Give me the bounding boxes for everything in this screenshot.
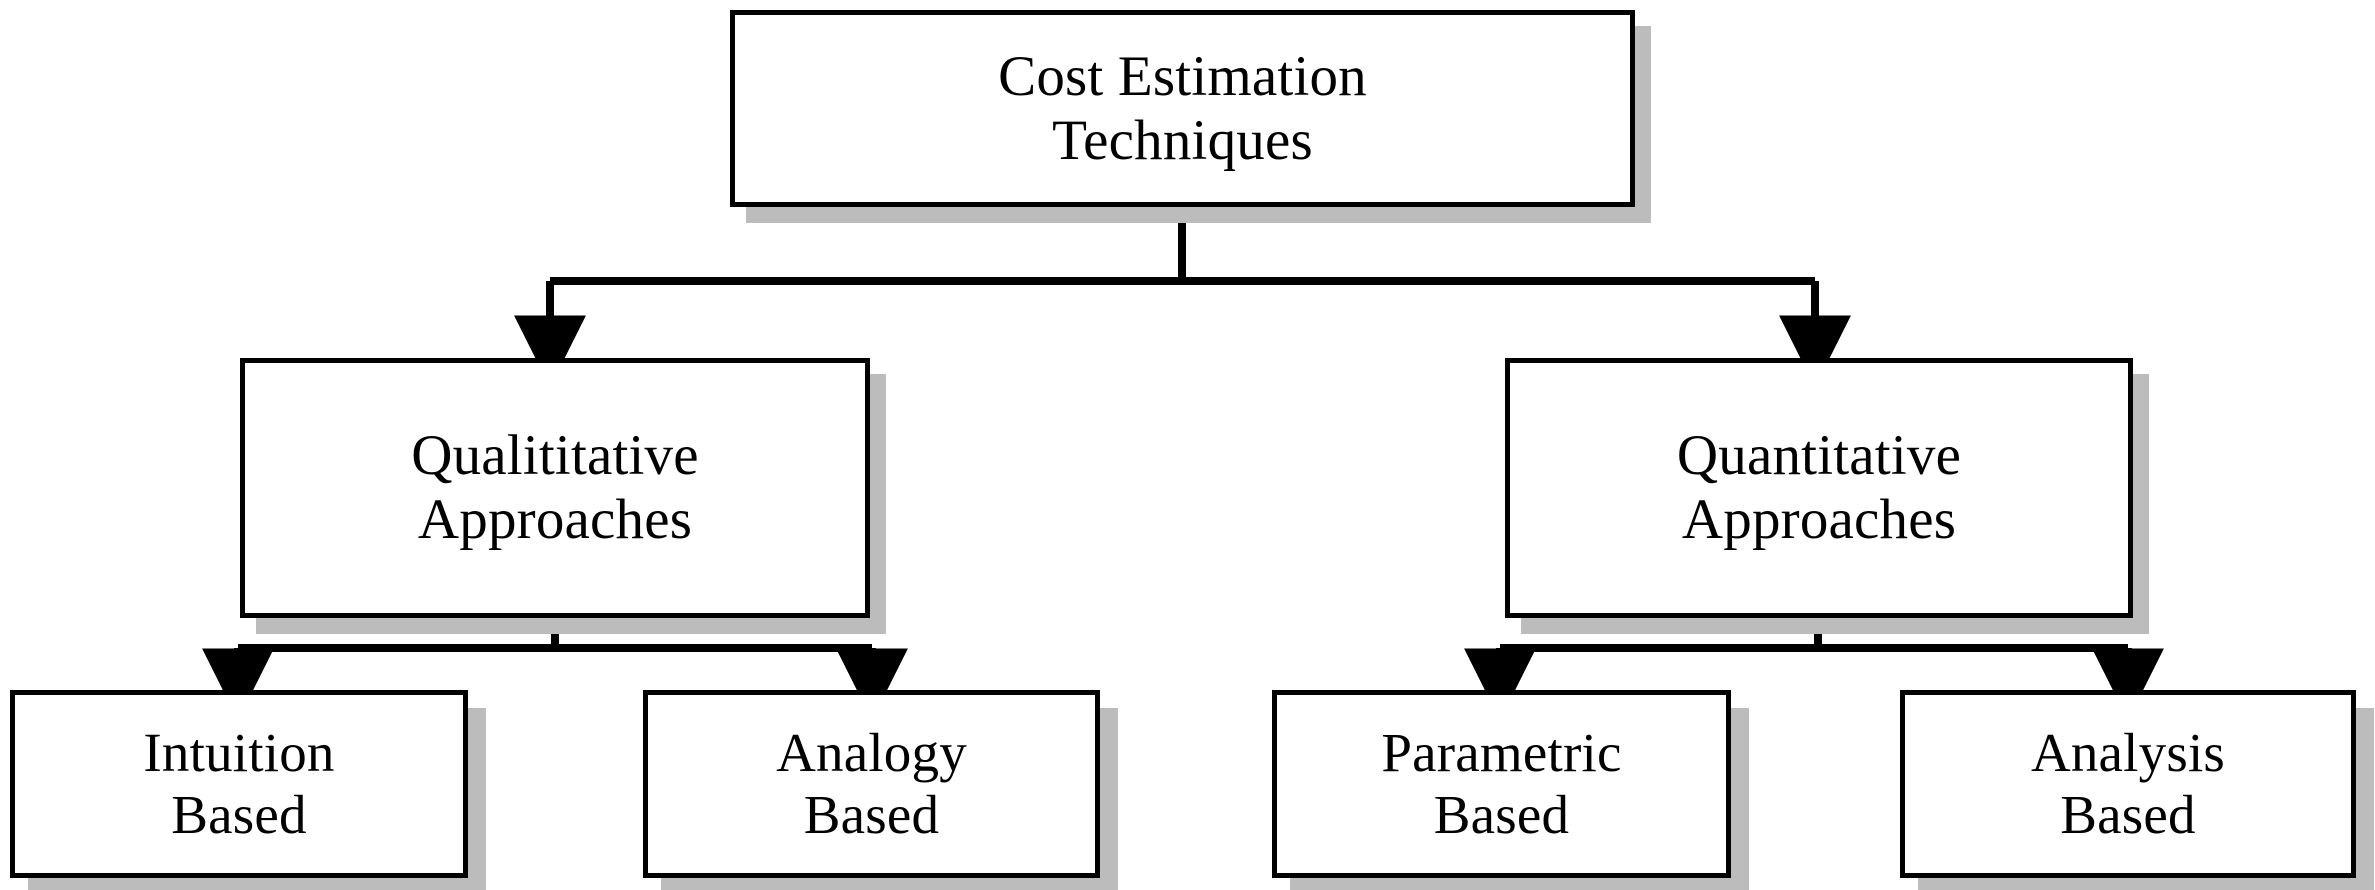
node-label-root: Cost Estimation Techniques — [998, 44, 1367, 172]
node-parametric-based[interactable]: Parametric Based — [1272, 690, 1731, 878]
node-label-analysis: Analysis Based — [2030, 722, 2226, 845]
node-cost-estimation-techniques[interactable]: Cost Estimation Techniques — [730, 10, 1635, 207]
node-label-qualitative: Qualititative Approaches — [411, 424, 699, 551]
node-label-quantitative: Quantitative Approaches — [1676, 424, 1962, 551]
edge-root-to-level2 — [514, 207, 1851, 388]
node-qualitative-approaches[interactable]: Qualititative Approaches — [240, 358, 870, 618]
node-label-intuition: Intuition Based — [143, 722, 335, 845]
node-intuition-based[interactable]: Intuition Based — [10, 690, 468, 878]
node-analogy-based[interactable]: Analogy Based — [643, 690, 1100, 878]
node-quantitative-approaches[interactable]: Quantitative Approaches — [1505, 358, 2133, 618]
node-label-parametric: Parametric Based — [1381, 722, 1622, 845]
node-analysis-based[interactable]: Analysis Based — [1900, 690, 2356, 878]
node-label-analogy: Analogy Based — [776, 722, 967, 845]
